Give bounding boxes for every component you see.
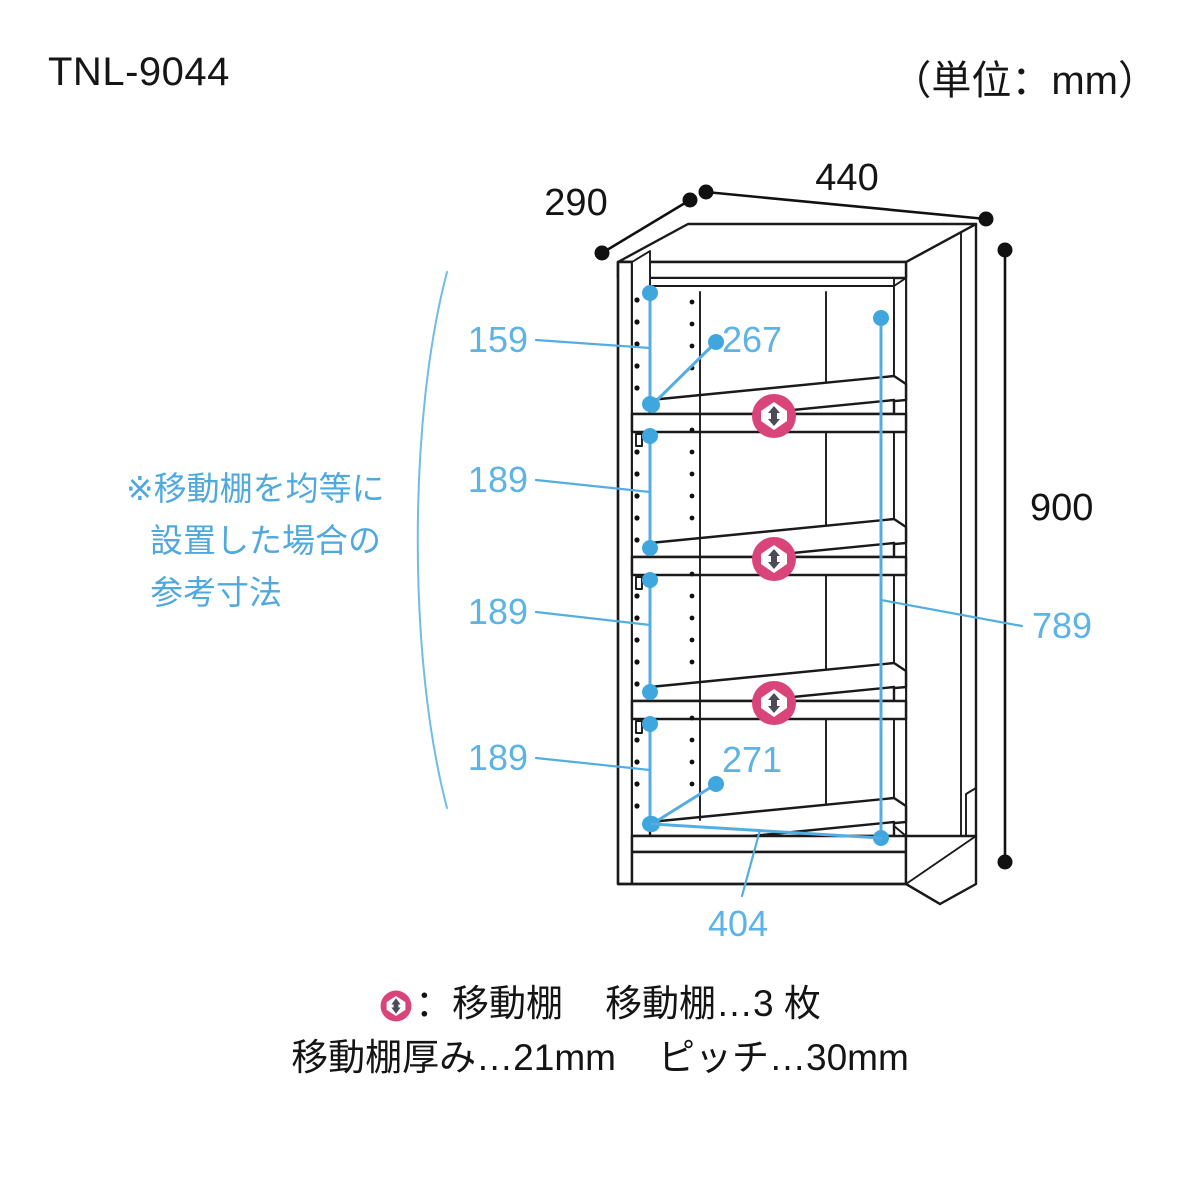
clip-2 [635,576,643,590]
gap1-dot-top [642,285,658,301]
width-dim-label: 440 [815,157,878,199]
external-dimension-lines: 290 440 900 [544,157,1093,870]
width-dim-line [704,190,988,221]
peg-holes-left [634,297,695,809]
base-rail-front [630,850,908,886]
gap4-leader [534,756,652,772]
gap1-leader [534,338,652,350]
inner-height-label: 789 [1032,605,1092,646]
height-dim-bottom-dot [997,854,1013,870]
top-panel-front-edge [616,260,908,280]
right-side-panel [904,222,978,886]
gap3-dot-top [642,572,658,588]
base-width-label: 404 [708,903,768,944]
left-side-panel-front-edge [616,260,634,886]
gap1-label: 159 [468,319,528,360]
width-dim-start-dot [698,184,714,200]
gap2-leader [534,478,652,494]
legend-row-1: ：移動棚移動棚…3 枚 [0,980,1200,1034]
movable-shelf-markers [752,394,796,725]
gap3-dot-bottom [642,684,658,700]
base-rail-right [904,834,978,906]
gap4-dot-top [642,716,658,732]
movable-shelf-marker-2 [752,537,796,581]
movable-shelf-icon [379,987,413,1034]
width-dim-end-dot [978,211,994,227]
base-width-line [650,822,883,840]
shelf-support-clips [635,433,643,734]
legend-shelf-thickness: 移動棚厚み…21mm [291,1037,616,1079]
height-dim-top-dot [997,242,1013,258]
reference-note-line3: 参考寸法 [150,574,282,611]
inner-width-top-label: 267 [722,319,782,360]
legend-row-2: 移動棚厚み…21mm ピッチ…30mm [0,1034,1200,1081]
depth-dim-line [600,198,692,255]
base-right-diagonal [905,835,977,885]
reference-bracket-arc [416,271,448,809]
clip-1 [635,433,643,447]
base-bottom-edge [616,882,942,906]
reference-note: ※移動棚を均等に 設置した場合の 参考寸法 [126,470,385,611]
depth-dim-start-dot [594,245,610,261]
inner-width-bottom-label: 271 [722,739,782,780]
inner-width-top-dot-b [708,334,724,350]
depth-dim-label: 290 [544,182,607,224]
gap3-label: 189 [468,591,528,632]
height-dim-label: 900 [1030,487,1093,529]
reference-note-line2: 設置した場合の [150,522,381,559]
gap2-dot-top [642,428,658,444]
movable-shelf-marker-3 [752,681,796,725]
gap4-label: 189 [468,737,528,778]
inner-width-top-line [650,340,718,407]
depth-dim-end-dot [682,192,698,208]
base-rail [616,834,978,906]
gap3-leader [534,610,652,627]
bottom-panel [630,796,908,854]
base-width-leader [740,828,762,898]
legend-block: ：移動棚移動棚…3 枚 移動棚厚み…21mm ピッチ…30mm [0,980,1200,1082]
legend-shelf-count: 移動棚…3 枚 [605,983,821,1024]
inner-width-top-dot-a [644,397,660,413]
inner-height-dot-top [873,310,889,326]
right-panel-notch [965,787,977,837]
clip-3 [635,720,643,734]
cabinet-body [616,222,978,906]
inner-width-bottom-dot-b [708,776,724,792]
gap2-label: 189 [468,459,528,500]
inner-width-bottom-line [650,782,718,826]
reference-note-line1: ※移動棚を均等に [126,470,385,507]
legend-icon-label: ：移動棚 [415,983,564,1024]
unit-note: （単位：mm） [891,59,1158,103]
movable-shelf-marker-1 [752,394,796,438]
blue-reference-dimensions: 159 189 189 189 267 [416,271,1092,944]
gap2-dot-bottom [642,540,658,556]
legend-shelf-pitch: ピッチ…30mm [658,1037,909,1079]
page-title: TNL-9044 [48,50,230,94]
inner-height-leader [879,598,1024,628]
